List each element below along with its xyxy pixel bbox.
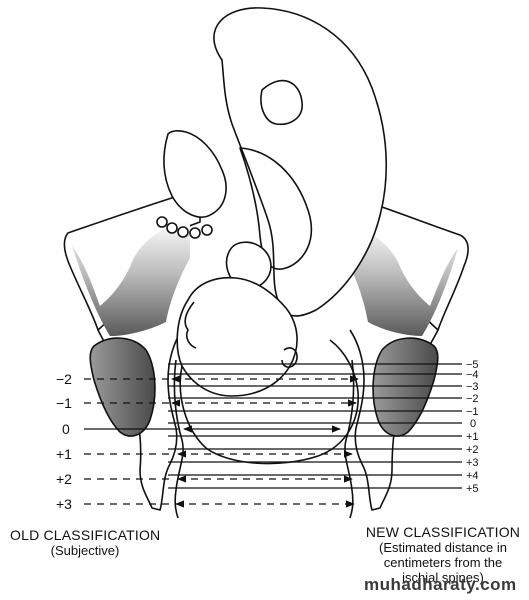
right-canal-line (344, 359, 355, 519)
old-station-labels: −2 −1 0 +1 +2 +3 (56, 371, 72, 512)
new-station-label: −3 (466, 381, 479, 393)
left-canal-line (173, 359, 184, 519)
right-iliac-shading (345, 222, 458, 336)
old-classification-title: OLD CLASSIFICATION (10, 527, 161, 543)
new-classification-title: NEW CLASSIFICATION (365, 524, 521, 540)
old-station-label: −1 (56, 395, 72, 411)
new-classification-subtitle-line: ischial spines) (402, 570, 484, 585)
new-classification-subtitle-line: centimeters from the (383, 555, 503, 570)
new-station-label: +4 (466, 470, 479, 482)
old-classification-subtitle: (Subjective) (50, 543, 120, 558)
fetal-toe (156, 216, 168, 228)
right-ischial-spine (372, 337, 439, 437)
fetal-foot (163, 129, 227, 218)
new-station-labels: −5 −4 −3 −2 −1 0 +1 +2 +3 +4 +5 (466, 359, 479, 495)
new-station-label: −5 (466, 359, 479, 371)
old-station-label: −2 (56, 371, 72, 387)
new-station-label: +1 (466, 431, 479, 443)
fetal-body (213, 7, 388, 317)
new-station-label: −1 (466, 406, 479, 418)
fetal-face (184, 301, 197, 349)
fetal-head (176, 276, 298, 397)
old-station-label: +2 (56, 471, 72, 487)
fetal-toe (177, 226, 189, 238)
new-station-lines (168, 363, 462, 489)
fetal-leg (260, 79, 303, 126)
new-classification-caption: NEW CLASSIFICATION (Estimated distance i… (360, 524, 526, 585)
left-iliac-shading (72, 220, 190, 336)
new-station-label: +3 (466, 457, 479, 469)
watermark: muhadharaty.com (364, 575, 517, 594)
new-station-label: +5 (466, 483, 479, 495)
old-station-label: 0 (62, 421, 70, 437)
old-station-label: +1 (56, 446, 72, 462)
new-station-label: +2 (466, 444, 479, 456)
new-classification-subtitle-line: (Estimated distance in (379, 540, 507, 555)
fetus (156, 7, 388, 465)
old-station-lines (84, 375, 359, 508)
new-station-label: −4 (466, 369, 479, 381)
new-station-label: 0 (470, 418, 476, 430)
left-ischial-spine (89, 337, 156, 437)
old-classification-caption: OLD CLASSIFICATION (Subjective) (10, 527, 160, 558)
new-station-label: −2 (466, 393, 479, 405)
old-station-label: +3 (56, 496, 72, 512)
fetal-toe (166, 222, 178, 234)
fetal-arm (239, 147, 313, 270)
fetal-toe (201, 224, 213, 236)
fetal-ear (281, 347, 298, 368)
fetal-toe (189, 227, 201, 239)
fetal-hand (225, 241, 272, 290)
